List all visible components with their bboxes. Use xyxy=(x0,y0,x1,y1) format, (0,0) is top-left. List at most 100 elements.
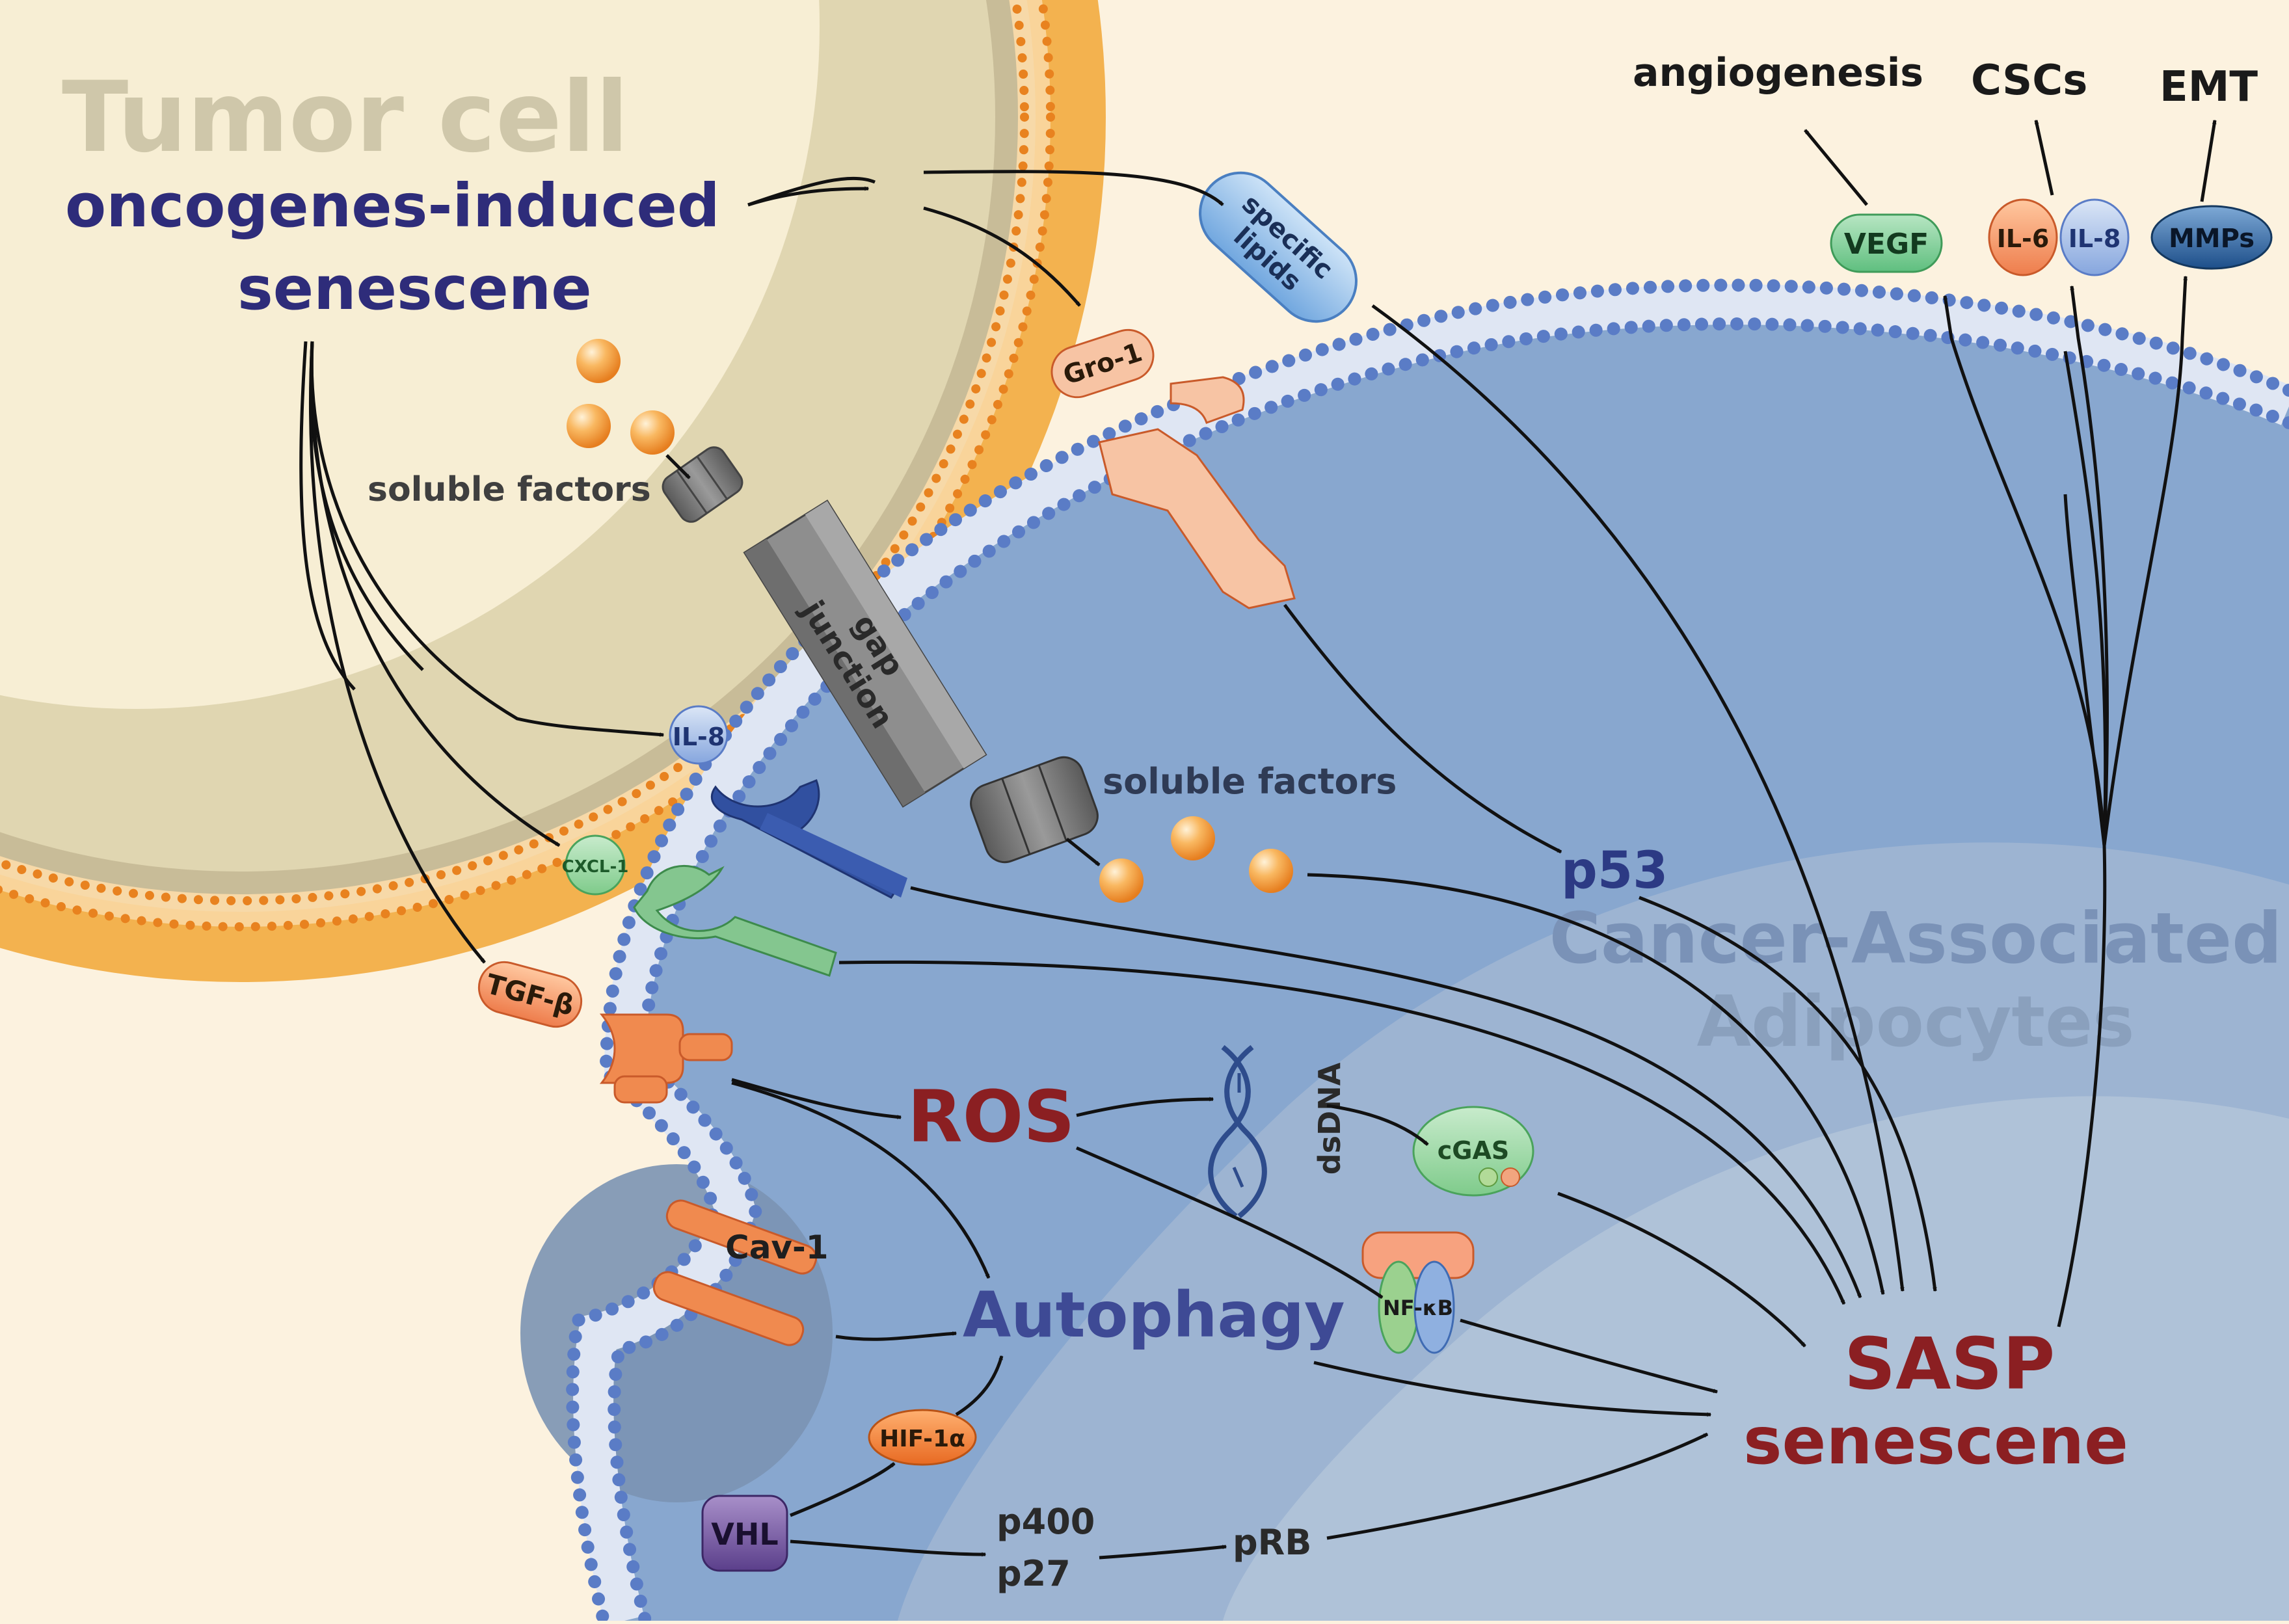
cgas-label: cGAS xyxy=(1438,1136,1510,1165)
arrow xyxy=(2057,494,2107,1327)
il8-right-label: IL-8 xyxy=(2068,224,2121,253)
nfkb-label: NF-κB xyxy=(1383,1296,1453,1320)
adipocyte-cell xyxy=(520,278,2289,1624)
sasp-label-line2: senescene xyxy=(1743,1403,2128,1479)
adipocyte-lipid-core xyxy=(1223,1096,2289,1621)
cav1-label: Cav-1 xyxy=(725,1229,829,1266)
arrow xyxy=(2070,285,2109,846)
dsdna-label: dsDNA xyxy=(1312,1062,1347,1175)
cscs-label: CSCs xyxy=(1971,57,2087,105)
arrow xyxy=(1099,1545,1227,1560)
soluble-factor-ball xyxy=(630,410,675,455)
il8-left-label: IL-8 xyxy=(673,723,725,751)
arrow xyxy=(1326,1104,1429,1146)
arrow xyxy=(299,341,356,691)
arrow xyxy=(2102,275,2188,846)
arrow xyxy=(790,1539,987,1557)
il8-receptor xyxy=(710,779,907,899)
cgas-bead-icon xyxy=(1501,1167,1520,1187)
arrow xyxy=(2034,119,2054,196)
arrow xyxy=(1804,129,1868,206)
prb-label: pRB xyxy=(1233,1522,1311,1563)
tumor-cell-label: Tumor cell xyxy=(62,61,629,174)
adipocyte-lipid-dots-outer xyxy=(566,278,2289,1624)
hif1a-protein xyxy=(868,1409,977,1466)
arrow xyxy=(1557,1191,1806,1348)
arrow xyxy=(1065,838,1101,866)
specific-lipids: specific lipids xyxy=(1199,171,1358,323)
arrow xyxy=(310,341,561,847)
arrow xyxy=(835,1331,957,1341)
dsdna-helix xyxy=(1208,1045,1267,1219)
channel-icon-top xyxy=(662,446,743,523)
pathway-arrows xyxy=(299,119,2217,1560)
arrow xyxy=(1639,896,1937,1292)
p53-label: p53 xyxy=(1561,842,1668,900)
il8-right-protein xyxy=(2059,198,2130,276)
arrow xyxy=(923,206,1081,307)
p400-label: p400 xyxy=(997,1501,1095,1542)
channel-icon-mid xyxy=(970,756,1099,864)
arrow xyxy=(790,1462,896,1517)
arrow xyxy=(1076,1097,1214,1117)
cav1-protein xyxy=(652,1199,818,1346)
arrow xyxy=(308,341,486,964)
arrow xyxy=(1943,295,2106,846)
soluble-factor-ball xyxy=(567,404,611,448)
vhl-protein xyxy=(701,1495,788,1572)
arrow xyxy=(838,960,1846,1305)
vegf-label: VEGF xyxy=(1844,228,1929,261)
arrow xyxy=(747,186,870,207)
ros-label: ROS xyxy=(907,1075,1075,1158)
caa-label-line2: Adipocytes xyxy=(1697,981,2135,1063)
arrow xyxy=(731,1081,991,1279)
emt-label: EMT xyxy=(2160,63,2258,111)
tumor-cell-nucleus xyxy=(0,0,820,709)
soluble-factors-mid-label: soluble factors xyxy=(1103,761,1397,802)
arrow xyxy=(923,170,1224,206)
arrow xyxy=(1460,1318,1719,1394)
soluble-factor-ball xyxy=(576,339,621,383)
arrow xyxy=(1307,873,1885,1296)
gro1-ligand xyxy=(1051,328,1155,399)
tgfb-receptor xyxy=(599,1013,733,1104)
vegf-protein xyxy=(1830,213,1943,273)
il6-protein xyxy=(1988,198,2058,276)
sasp-label-line1: SASP xyxy=(1844,1322,2055,1405)
arrow xyxy=(2200,119,2217,202)
arrow xyxy=(1313,1361,1712,1417)
soluble-factor-ball xyxy=(1099,859,1144,903)
oncogene-title-line1: oncogenes-induced xyxy=(65,171,720,241)
hif1a-label: HIF-1α xyxy=(879,1426,965,1452)
soluble-factors-top-label: soluble factors xyxy=(368,470,651,509)
arrow xyxy=(310,341,665,737)
caa-label-line1: Cancer-Associated xyxy=(1549,898,2282,979)
arrow xyxy=(1326,1432,1709,1540)
vhl-label: VHL xyxy=(711,1517,778,1552)
gro1-receptor xyxy=(1098,376,1296,609)
mmps-protein xyxy=(2150,205,2273,270)
nfkb-complex xyxy=(1361,1231,1475,1354)
arrow xyxy=(1283,604,1562,854)
arrow xyxy=(665,454,691,479)
il8-ligand xyxy=(669,705,729,765)
arrow xyxy=(731,1078,902,1119)
arrow xyxy=(1076,1146,1384,1299)
gap-junction: gap junction xyxy=(743,499,987,808)
il6-label: IL-6 xyxy=(1997,224,2050,253)
angiogenesis-label: angiogenesis xyxy=(1633,50,1923,96)
soluble-factor-ball xyxy=(1171,816,1215,860)
oncogene-title-line2: senescene xyxy=(237,254,592,323)
arrow xyxy=(1371,304,1905,1292)
p27-label: p27 xyxy=(997,1553,1071,1594)
tumor-lipid-dots-outer xyxy=(0,0,1055,931)
cgas-bead-icon xyxy=(1479,1167,1498,1187)
autophagy-label: Autophagy xyxy=(963,1279,1345,1351)
tgfb-ligand xyxy=(477,961,583,1028)
cxcl1-ligand xyxy=(565,834,626,896)
arrow xyxy=(910,886,1862,1299)
cxcl1-receptor xyxy=(633,864,837,977)
tumor-lipid-dots-inner xyxy=(0,0,1029,905)
